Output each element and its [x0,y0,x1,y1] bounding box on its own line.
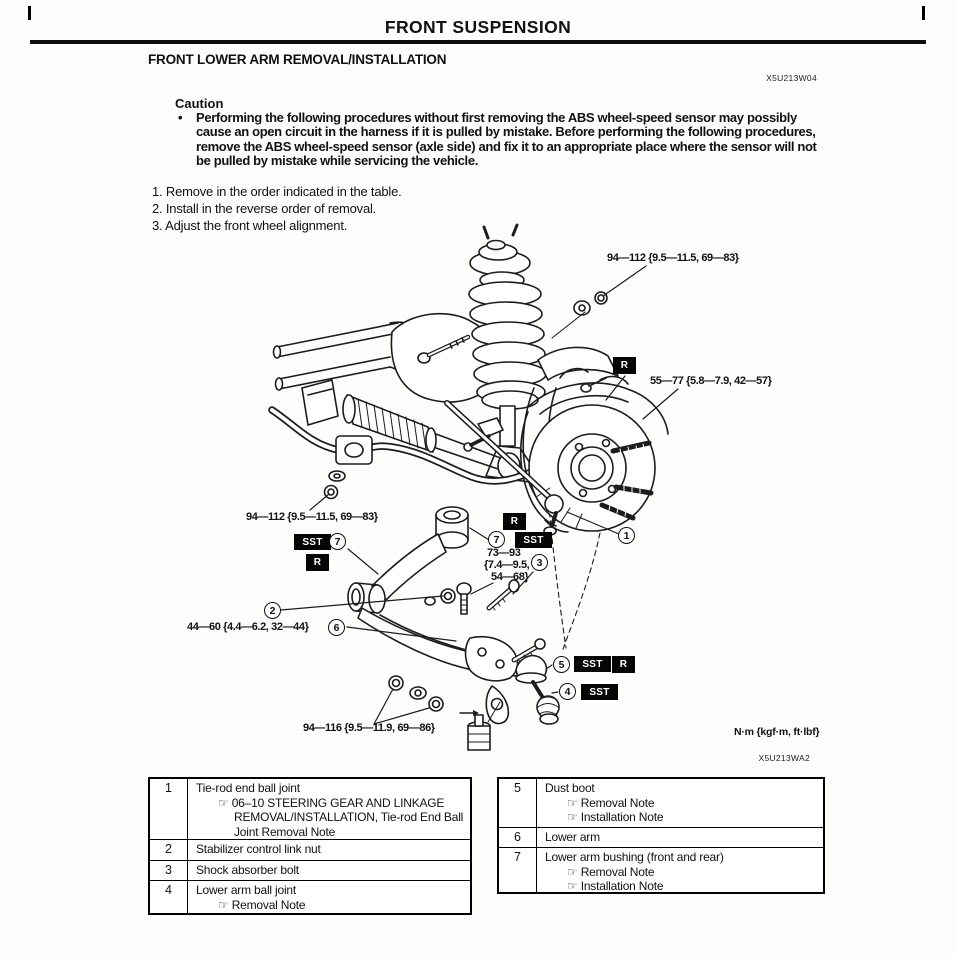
step-3-num: 3. [152,218,163,233]
part-ref: ☞ Installation Note [567,879,664,892]
caution-text: Performing the following procedures with… [196,110,817,169]
callout-7-right: 7 [488,531,505,548]
table-row: 4 Lower arm ball joint ☞ Removal Note [150,880,470,913]
callout-5: 5 [553,656,570,673]
caution-heading: Caution [175,96,224,111]
construction-lines [543,439,601,653]
part-name: Lower arm ball joint [196,883,297,897]
row-description: Tie-rod end ball joint ☞ 06–10 STEERING … [188,779,470,839]
torque-label-stab-nut: 94—112 {9.5—11.5, 69—83} [246,511,378,523]
table-row: 3 Shock absorber bolt [150,860,470,880]
caution-bullet: • [178,110,183,125]
row-number: 3 [150,861,188,880]
callout-1: 1 [618,527,635,544]
table-row: 6 Lower arm [499,827,823,847]
part-ref: ☞ 06–10 STEERING GEAR AND LINKAGE [218,795,445,810]
step-2-text: Install in the reverse order of removal. [165,201,377,216]
row-description: Stabilizer control link nut [188,840,470,860]
strut-assembly [468,223,547,485]
part-ref-cont: REMOVAL/INSTALLATION, Tie-rod End Ball [234,810,464,825]
sst-badge-rear-bushing: SST [515,532,552,548]
row-description: Dust boot ☞ Removal Note ☞ Installation … [537,779,823,827]
torque-label-shock-line3: 54—68} [491,571,529,583]
part-ref: ☞ Removal Note [567,864,655,879]
step-2: 2. Install in the reverse order of remov… [152,200,376,217]
sst-badge-left-bushing: SST [294,534,331,550]
step-1-num: 1. [152,184,163,199]
part-name: Lower arm [545,830,600,844]
r-badge-hub: R [613,357,636,374]
row-description: Lower arm ball joint ☞ Removal Note [188,881,470,913]
part-name: Stabilizer control link nut [196,842,321,856]
units-note: N·m {kgf·m, ft·lbf} [734,726,820,738]
torque-label-shock-line1: 73—93 [487,547,521,559]
torque-label-hub: 55—77 {5.8—7.9, 42—57} [650,375,772,387]
r-badge-dust-boot: R [612,656,635,673]
ball-joint-parts [388,654,560,751]
leader-lines [280,265,679,725]
part-ref-cont: Joint Removal Note [234,824,336,839]
callout-6: 6 [328,619,345,636]
crop-mark-left [28,6,31,20]
callout-4: 4 [559,683,576,700]
torque-label-link: 44—60 {4.4—6.2, 32—44} [187,621,309,633]
table-row: 5 Dust boot ☞ Removal Note ☞ Installatio… [499,779,823,827]
parts-table-right: 5 Dust boot ☞ Removal Note ☞ Installatio… [497,777,825,894]
sst-badge-dust-boot: SST [574,656,611,672]
part-name: Tie-rod end ball joint [196,781,300,795]
lower-control-arm [347,506,524,682]
row-number: 2 [150,840,188,860]
step-1-text: Remove in the order indicated in the tab… [165,184,402,199]
torque-label-upper-nut: 94—112 {9.5—11.5, 69—83} [607,252,739,264]
part-ref: ☞ Removal Note [567,795,655,810]
table-row: 7 Lower arm bushing (front and rear) ☞ R… [499,847,823,892]
part-ref: ☞ Installation Note [567,810,664,825]
row-number: 1 [150,779,188,839]
step-3-text: Adjust the front wheel alignment. [165,218,348,233]
row-description: Lower arm [537,828,823,847]
page-title: FRONT SUSPENSION [384,17,572,37]
tie-rod [444,400,564,536]
table-row: 1 Tie-rod end ball joint ☞ 06–10 STEERIN… [150,779,470,839]
figure-code-top: X5U213W04 [766,73,817,83]
step-1: 1. Remove in the order indicated in the … [152,183,402,200]
part-name: Lower arm bushing (front and rear) [545,850,724,864]
figure-code-bottom: X5U213WA2 [758,753,810,763]
row-number: 5 [499,779,537,827]
step-3: 3. Adjust the front wheel alignment. [152,217,347,234]
part-name: Shock absorber bolt [196,863,299,877]
r-badge-left-bushing: R [306,554,329,571]
torque-label-arm: 94—116 {9.5—11.9, 69—86} [303,722,435,734]
torque-label-shock-line2: {7.4—9.5, [484,559,530,571]
upper-washers [551,291,608,339]
differential-housing [390,312,498,403]
row-number: 4 [150,881,188,913]
loose-bolts [456,579,546,663]
subframe-rails [272,321,421,426]
callout-2: 2 [264,602,281,619]
row-description: Lower arm bushing (front and rear) ☞ Rem… [537,848,823,892]
step-2-num: 2. [152,201,163,216]
part-ref: ☞ Removal Note [218,897,306,912]
table-row: 2 Stabilizer control link nut [150,839,470,860]
callout-3: 3 [531,554,548,571]
row-number: 6 [499,828,537,847]
section-title: FRONT LOWER ARM REMOVAL/INSTALLATION [148,52,447,67]
row-description: Shock absorber bolt [188,861,470,880]
sst-badge-ball-joint: SST [581,684,618,700]
row-number: 7 [499,848,537,892]
parts-table-left: 1 Tie-rod end ball joint ☞ 06–10 STEERIN… [148,777,472,915]
r-badge-rear-bushing: R [503,513,526,530]
callout-7-left: 7 [329,533,346,550]
part-name: Dust boot [545,781,595,795]
header-rule [30,40,926,44]
crop-mark-right [922,6,925,20]
